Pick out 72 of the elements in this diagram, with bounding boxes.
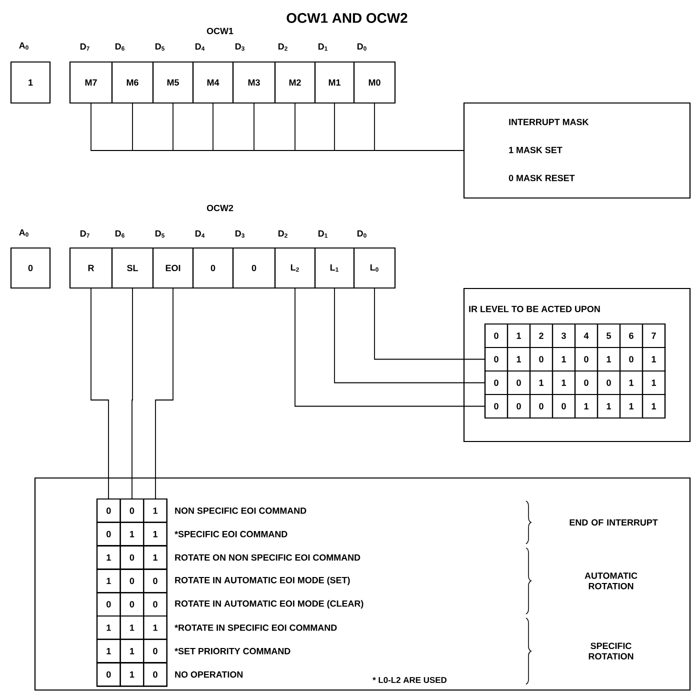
bit-label: D$_{4}$: [195, 43, 205, 51]
bit-label: D$_{7}$: [80, 230, 90, 238]
bit-table-row: 0 0 0: [96, 592, 168, 617]
footnote: * L0-L2 ARE USED: [372, 677, 447, 683]
register-bit-box: L$_{0}$: [353, 247, 396, 289]
table-row: 0 1 2 3 4 5 6 7: [484, 323, 666, 348]
register-bit-box: M5: [152, 61, 194, 104]
connector-line: [334, 288, 486, 384]
register-bit-box: L$_{2}$: [274, 247, 316, 289]
bit-label: D$_{2}$: [278, 43, 288, 51]
bit-label: D$_{3}$: [235, 43, 244, 51]
register-bit-box: M7: [69, 61, 113, 104]
connector-line: [374, 103, 464, 151]
connector-line: [294, 288, 486, 407]
bit-label: D$_{0}$: [357, 230, 366, 238]
table-row: 0 1 0 1 0 1 0 1: [484, 346, 666, 372]
register-bit-box: M2: [274, 61, 316, 104]
register-name: OCW2: [206, 204, 234, 212]
bit-table-row: 1 0 0: [96, 568, 168, 594]
command-description: ROTATE IN AUTOMATIC EOI MODE (CLEAR): [175, 600, 364, 608]
group-label: SPECIFIC ROTATION: [588, 642, 634, 660]
bit-label: D$_{4}$: [195, 230, 205, 238]
connector-line: [132, 288, 133, 500]
table-row: 0 0 0 0 1 1 1 1: [484, 394, 666, 419]
bit-label: D$_{3}$: [235, 230, 244, 238]
bit-label: D$_{5}$: [155, 43, 164, 51]
bit-label: A$_{0}$: [19, 229, 28, 237]
register-bit-box: R: [69, 247, 113, 289]
bit-label: D$_{7}$: [80, 43, 90, 51]
register-bit-box: M0: [353, 61, 396, 104]
bit-table-row: 0 1 0: [96, 662, 168, 687]
command-description: ROTATE IN AUTOMATIC EOI MODE (SET): [175, 576, 350, 586]
bit-label: A$_{0}$: [19, 42, 28, 50]
bit-table-row: 0 1 1: [96, 522, 168, 546]
bit-label: D$_{2}$: [278, 230, 288, 238]
bit-table-row: 0 0 1: [96, 498, 168, 523]
bit-label: D$_{1}$: [318, 230, 328, 238]
register-bit-box: EOI: [152, 247, 194, 289]
bit-table-row: 1 1 0: [96, 638, 168, 664]
register-bit-box: 0: [232, 247, 276, 289]
command-description: *SET PRIORITY COMMAND: [174, 648, 290, 654]
connector-line: [90, 288, 109, 500]
group-label: END OF INTERRUPT: [570, 519, 658, 526]
bit-table-row: 1 0 1: [96, 545, 168, 570]
command-description: *SPECIFIC EOI COMMAND: [174, 530, 288, 538]
register-bit-box: M3: [232, 61, 276, 104]
bit-label: D$_{6}$: [115, 230, 124, 238]
register-bit-box: L$_{1}$: [314, 247, 355, 289]
title: OCW1 AND OCW2: [286, 13, 408, 23]
register-bit-box: M4: [192, 61, 234, 104]
command-description: NON SPECIFIC EOI COMMAND: [175, 508, 306, 514]
group-label: AUTOMATIC ROTATION: [584, 572, 638, 590]
register-bit-box: M6: [111, 61, 154, 104]
register-bit-box: 0: [192, 247, 234, 289]
connector-line: [374, 288, 486, 360]
register-bit-box: 0: [10, 247, 51, 289]
table-row: 0 0 1 1 0 0 1 1: [484, 370, 666, 396]
bit-label: D$_{6}$: [115, 43, 124, 51]
command-panel: [34, 477, 691, 691]
bit-label: D$_{0}$: [357, 43, 366, 51]
command-description: *ROTATE IN SPECIFIC EOI COMMAND: [174, 624, 337, 631]
register-name: OCW1: [206, 28, 234, 34]
bit-table-row: 1 1 1: [96, 615, 168, 640]
register-bit-box: 1: [10, 61, 51, 104]
command-description: ROTATE ON NON SPECIFIC EOI COMMAND: [175, 554, 360, 561]
legend-box: INTERRUPT MASK 1 MASK SET 0 MASK RESET: [463, 102, 691, 199]
bit-label: D$_{1}$: [318, 43, 328, 51]
command-description: NO OPERATION: [175, 671, 243, 678]
register-bit-box: SL: [111, 247, 154, 289]
register-bit-box: M1: [314, 61, 355, 104]
connector-line: [155, 288, 174, 500]
bit-label: D$_{5}$: [155, 230, 164, 238]
